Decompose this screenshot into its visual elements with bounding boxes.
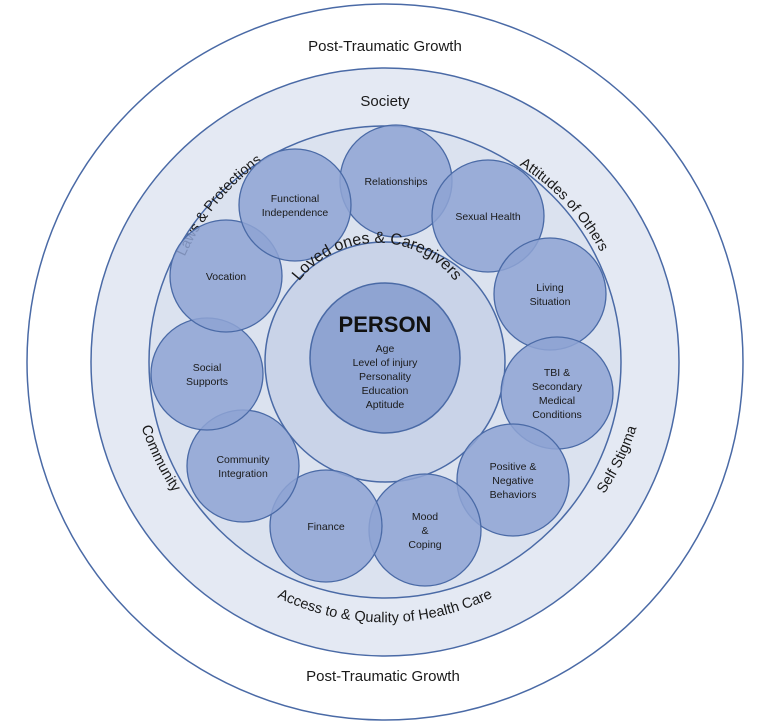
- domain-node-label: Negative: [492, 475, 534, 487]
- domain-node-label: Social: [193, 362, 222, 374]
- domain-node-circle: [431, 159, 545, 273]
- domain-node-mood-coping: Mood & Coping: [368, 473, 482, 587]
- person-attribute: Level of injury: [353, 357, 419, 369]
- domain-node-circle: [238, 148, 352, 262]
- domain-node-label: Community: [216, 454, 270, 466]
- domain-node-label: Functional: [271, 193, 319, 205]
- domain-node-sexual-health: Sexual Health: [431, 159, 545, 273]
- domain-node-label: Sexual Health: [455, 211, 521, 223]
- society-label: Society: [360, 93, 410, 110]
- domain-node-circle: [150, 317, 264, 431]
- domain-node-label: Supports: [186, 376, 228, 388]
- domain-node-label: Independence: [262, 207, 329, 219]
- outer-ring-bottom-label: Post-Traumatic Growth: [306, 668, 460, 685]
- domain-node-label: Secondary: [532, 381, 583, 393]
- domain-node-circle: [493, 237, 607, 351]
- person-attribute: Personality: [359, 371, 412, 383]
- domain-node-vocation: Vocation: [169, 219, 283, 333]
- domain-node-finance: Finance: [269, 469, 383, 583]
- person-attribute: Aptitude: [366, 399, 405, 411]
- domain-node-label: Finance: [307, 521, 345, 533]
- domain-node-label: Conditions: [532, 409, 582, 421]
- domain-node-label: Mood: [412, 511, 438, 523]
- domain-node-circle: [456, 423, 570, 537]
- domain-node-circle: [269, 469, 383, 583]
- domain-node-label: Integration: [218, 468, 268, 480]
- domain-node-label: Living: [536, 282, 564, 294]
- domain-node-label: TBI &: [544, 367, 570, 379]
- domain-node-label: Coping: [408, 539, 441, 551]
- domain-node-label: Medical: [539, 395, 575, 407]
- domain-node-label: Behaviors: [490, 489, 537, 501]
- person-circle: [309, 282, 461, 434]
- domain-node-label: Positive &: [490, 461, 537, 473]
- domain-node-label: Vocation: [206, 271, 246, 283]
- person-title: PERSON: [339, 312, 432, 337]
- person-attribute: Education: [362, 385, 409, 397]
- person-attribute: Age: [376, 343, 395, 355]
- domain-node-circle: [169, 219, 283, 333]
- outer-ring-top-label: Post-Traumatic Growth: [308, 38, 462, 55]
- domain-node-label: &: [421, 525, 428, 537]
- domain-node-label: Situation: [530, 296, 571, 308]
- domain-node-label: Relationships: [364, 176, 427, 188]
